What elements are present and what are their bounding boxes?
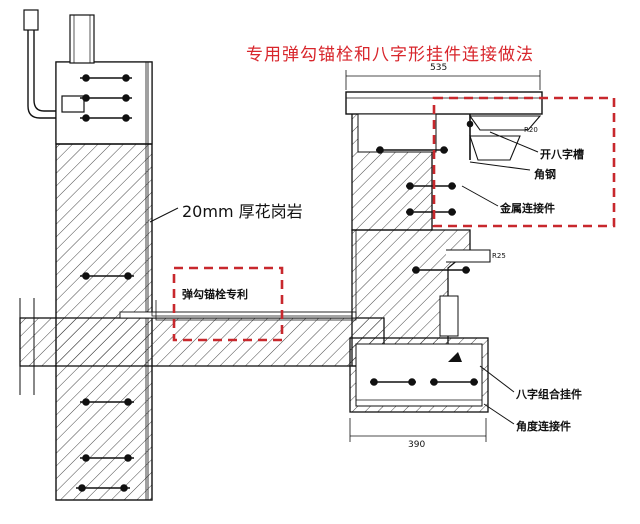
- pipe: [23, 9, 95, 119]
- granite-label: 20mm 厚花岗岩: [182, 202, 303, 221]
- dimension-lines: [345, 70, 541, 442]
- horizontal-beam: [19, 298, 385, 395]
- angle-connector-label: 角度连接件: [516, 420, 571, 433]
- granite-layer: [151, 230, 357, 321]
- leader-lines: [149, 131, 539, 425]
- anchor-bolts: [76, 74, 134, 492]
- groove-label: 开八字槽: [540, 148, 584, 161]
- highlight-boxes: [172, 96, 616, 342]
- angle-steel-label: 角钢: [534, 168, 556, 181]
- right-upper-block: [345, 91, 543, 231]
- metal-connector-label: 金属连接件: [500, 202, 555, 215]
- radius-r20: R20: [524, 126, 538, 134]
- right-lower-block: [349, 229, 491, 413]
- anchor-bolt-label: 弹勾锚栓专利: [182, 288, 248, 301]
- right-anchor-bolts: [370, 114, 478, 386]
- left-column: [55, 61, 153, 501]
- combo-hanger-label: 八字组合挂件: [516, 388, 582, 401]
- dimension-top: 535: [430, 63, 448, 73]
- dimension-bottom: 390: [408, 440, 426, 450]
- radius-r25: R25: [492, 252, 506, 260]
- drawing-title: 专用弹勾锚栓和八字形挂件连接做法: [246, 45, 534, 65]
